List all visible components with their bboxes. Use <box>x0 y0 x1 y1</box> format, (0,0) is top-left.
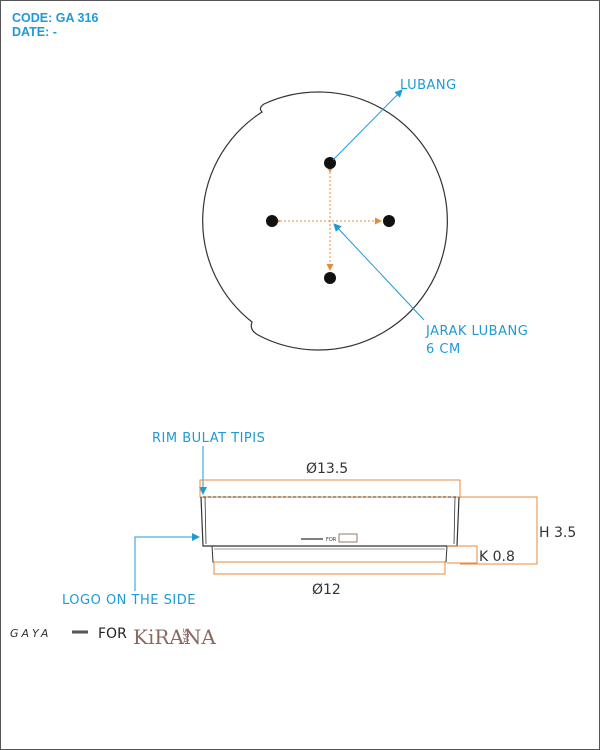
side-view: RIM BULAT TIPIS Ø13.5 FOR H 3.5 K 0.8 Ø1… <box>62 431 576 608</box>
spacing-leader <box>333 223 425 321</box>
hole-left <box>266 215 278 227</box>
spacing-label-line2: 6 CM <box>426 342 461 357</box>
base-height-label: K 0.8 <box>479 549 515 565</box>
brand-left: GAYA <box>10 627 51 640</box>
height-box <box>460 496 538 565</box>
top-diameter-box <box>199 479 461 498</box>
plate-outline <box>202 91 448 351</box>
brand-right: KiRANA <box>133 625 216 649</box>
spacing-label-line1: JARAK LUBANG <box>425 324 528 339</box>
product-code: CODE: GA 316 <box>12 11 99 25</box>
bowl-inner-wall-left <box>204 496 207 545</box>
top-diameter-label: Ø13.5 <box>306 461 348 477</box>
base-height-box <box>447 545 478 564</box>
hole-leader <box>332 89 403 161</box>
bottom-diameter-label: Ø12 <box>312 582 341 598</box>
logo-leader <box>134 533 200 591</box>
bowl-body <box>200 496 460 547</box>
height-label: H 3.5 <box>539 525 576 541</box>
bowl-side-logo-text: FOR <box>326 537 337 543</box>
rim-label: RIM BULAT TIPIS <box>152 431 265 446</box>
logo-side-label: LOGO ON THE SIDE <box>62 593 196 608</box>
product-date: DATE: - <box>12 25 57 39</box>
brand-logo: GAYA FOR KiRANA SPA <box>10 625 216 649</box>
top-view: LUBANG JARAK LUBANG 6 CM <box>202 78 528 357</box>
hole-label: LUBANG <box>400 78 457 93</box>
hole-right <box>383 215 395 227</box>
bowl-base <box>211 545 448 563</box>
hole-bottom <box>324 272 336 284</box>
brand-right-sub: SPA <box>181 628 190 643</box>
bowl-inner-wall-right <box>453 496 456 545</box>
brand-connector: FOR <box>98 626 127 642</box>
document-info: CODE: GA 316 DATE: - <box>12 11 98 39</box>
bowl-side-logo: FOR <box>301 533 358 543</box>
bottom-diameter-box <box>213 561 446 575</box>
